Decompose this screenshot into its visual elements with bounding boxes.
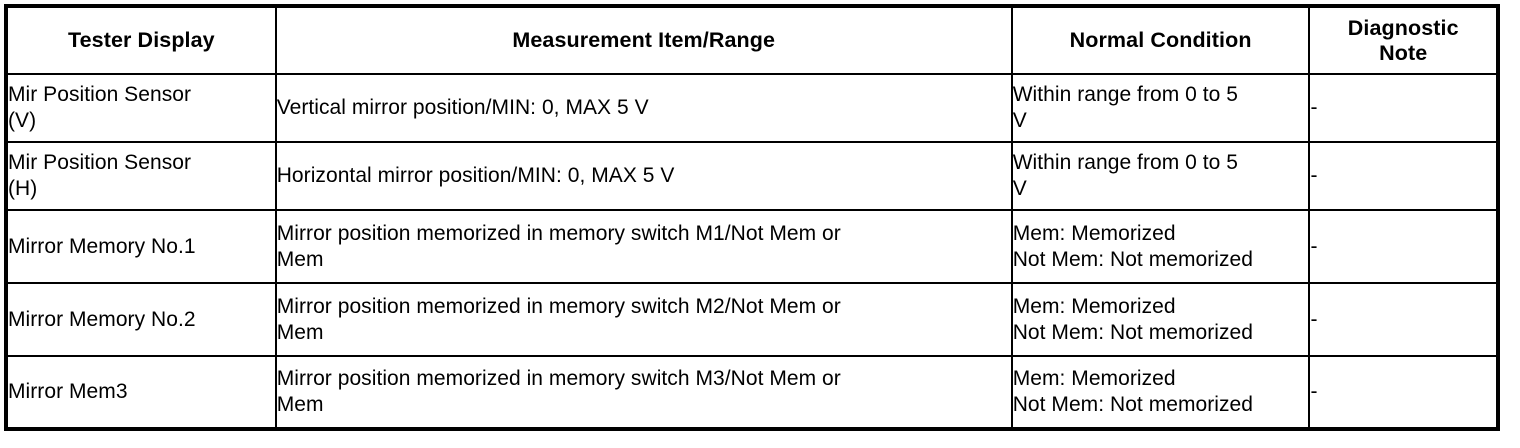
- cell-normal-condition: Mem: Memorized Not Mem: Not memorized: [1010, 209, 1311, 284]
- measurement-line1: Mirror position memorized in memory swit…: [276, 221, 841, 245]
- table-row: Mirror Memory No.1 Mirror position memor…: [5, 209, 1499, 284]
- cell-measurement-item-range: Vertical mirror position/MIN: 0, MAX 5 V: [274, 73, 1013, 143]
- table-header: Tester Display Measurement Item/Range No…: [5, 5, 1499, 75]
- cell-normal-condition: Mem: Memorized Not Mem: Not memorized: [1010, 282, 1311, 357]
- table-header-row: Tester Display Measurement Item/Range No…: [5, 5, 1499, 75]
- measurement-line1: Mirror position memorized in memory swit…: [276, 367, 841, 390]
- diagnostic-note-value: -: [1310, 380, 1318, 403]
- tester-display-line1: Mirror Mem3: [8, 380, 128, 403]
- cell-tester-display: Mirror Memory No.2: [5, 282, 277, 357]
- column-header-label: Measurement Item/Range: [512, 28, 776, 52]
- column-header-label-line2: Note: [1379, 40, 1428, 65]
- table-row: Mir Position Sensor (V) Vertical mirror …: [5, 73, 1499, 143]
- measurement-text: Vertical mirror position/MIN: 0, MAX 5 V: [276, 96, 649, 119]
- tester-display-line1: Mir Position Sensor: [8, 151, 192, 174]
- cell-diagnostic-note: -: [1308, 141, 1499, 211]
- normal-condition-line1: Mem: Memorized: [1012, 294, 1176, 318]
- cell-diagnostic-note: -: [1308, 209, 1499, 284]
- cell-normal-condition: Within range from 0 to 5 V: [1010, 73, 1311, 143]
- normal-condition-line1: Mem: Memorized: [1012, 367, 1176, 390]
- column-header-measurement-item-range: Measurement Item/Range: [274, 5, 1013, 75]
- normal-condition-line1: Within range from 0 to 5: [1012, 83, 1238, 106]
- table-row: Mirror Mem3 Mirror position memorized in…: [5, 355, 1499, 430]
- normal-condition-line2: V: [1012, 177, 1027, 200]
- diagnostic-note-value: -: [1310, 234, 1318, 258]
- cell-measurement-item-range: Horizontal mirror position/MIN: 0, MAX 5…: [274, 141, 1013, 211]
- tester-display-line1: Mirror Memory No.2: [8, 307, 196, 331]
- cell-measurement-item-range: Mirror position memorized in memory swit…: [274, 209, 1013, 284]
- normal-condition-line2: Not Mem: Not memorized: [1012, 247, 1254, 271]
- cell-diagnostic-note: -: [1308, 282, 1499, 357]
- measurement-text: Horizontal mirror position/MIN: 0, MAX 5…: [276, 164, 675, 187]
- column-header-diagnostic-note: Diagnostic Note: [1308, 5, 1499, 75]
- diagnostic-note-value: -: [1310, 307, 1318, 331]
- tester-display-spec-table: Tester Display Measurement Item/Range No…: [4, 4, 1500, 431]
- cell-normal-condition: Within range from 0 to 5 V: [1010, 141, 1311, 211]
- cell-measurement-item-range: Mirror position memorized in memory swit…: [274, 282, 1013, 357]
- diagnostic-note-value: -: [1310, 164, 1318, 187]
- cell-measurement-item-range: Mirror position memorized in memory swit…: [274, 355, 1013, 430]
- cell-diagnostic-note: -: [1308, 73, 1499, 143]
- column-header-label-line1: Diagnostic: [1347, 15, 1459, 40]
- cell-normal-condition: Mem: Memorized Not Mem: Not memorized: [1010, 355, 1311, 430]
- tester-display-line2: (H): [8, 177, 38, 200]
- cell-tester-display: Mirror Mem3: [5, 355, 277, 430]
- cell-tester-display: Mir Position Sensor (H): [5, 141, 277, 211]
- cell-diagnostic-note: -: [1308, 355, 1499, 430]
- normal-condition-line2: V: [1012, 109, 1027, 132]
- table-row: Mir Position Sensor (H) Horizontal mirro…: [5, 141, 1499, 211]
- measurement-line2: Mem: [276, 393, 324, 416]
- normal-condition-line1: Within range from 0 to 5: [1012, 151, 1238, 174]
- column-header-tester-display: Tester Display: [5, 5, 277, 75]
- diagnostic-note-value: -: [1310, 96, 1318, 119]
- measurement-line2: Mem: [276, 247, 324, 271]
- cell-tester-display: Mirror Memory No.1: [5, 209, 277, 284]
- column-header-label: Tester Display: [67, 28, 215, 52]
- tester-display-line1: Mirror Memory No.1: [8, 234, 196, 258]
- normal-condition-line2: Not Mem: Not memorized: [1012, 320, 1254, 344]
- column-header-normal-condition: Normal Condition: [1010, 5, 1311, 75]
- table-body: Mir Position Sensor (V) Vertical mirror …: [5, 73, 1499, 430]
- tester-display-line2: (V): [8, 109, 37, 132]
- measurement-line1: Mirror position memorized in memory swit…: [276, 294, 841, 318]
- cell-tester-display: Mir Position Sensor (V): [5, 73, 277, 143]
- column-header-label: Normal Condition: [1069, 28, 1252, 52]
- normal-condition-line2: Not Mem: Not memorized: [1012, 393, 1254, 416]
- table-row: Mirror Memory No.2 Mirror position memor…: [5, 282, 1499, 357]
- tester-display-line1: Mir Position Sensor: [8, 83, 192, 106]
- normal-condition-line1: Mem: Memorized: [1012, 221, 1176, 245]
- measurement-line2: Mem: [276, 320, 324, 344]
